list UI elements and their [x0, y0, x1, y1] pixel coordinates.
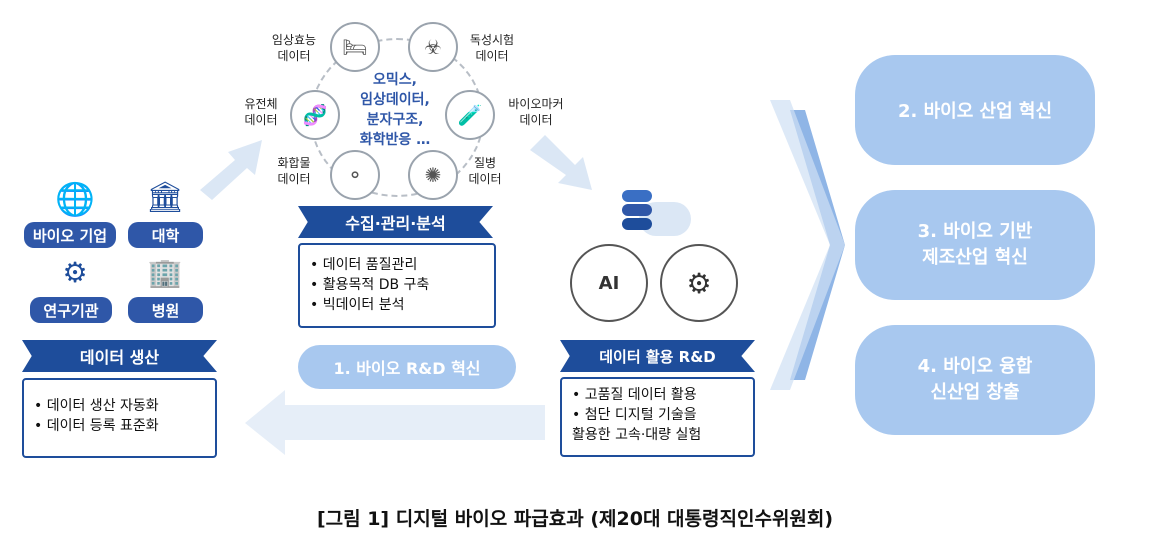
utilization-box: 고품질 데이터 활용 첨단 디지털 기술을 활용한 고속·대량 실험: [560, 377, 755, 457]
center-line: 임상데이터,: [360, 92, 430, 108]
arrow-back-to-production: [245, 390, 545, 455]
center-line: 분자구조,: [366, 112, 424, 128]
production-box: 데이터 생산 자동화 데이터 등록 표준화: [22, 378, 217, 458]
center-line: 오믹스,: [373, 72, 417, 88]
test-tube-icon: 🧪: [445, 90, 495, 140]
disease-label: 질병 데이터: [468, 156, 502, 186]
bed-icon: 🛏: [330, 22, 380, 72]
bio-company-icon: 🌐: [55, 180, 95, 218]
bio-company-pill: 바이오 기업: [24, 222, 116, 248]
research-institute-pill: 연구기관: [30, 297, 112, 323]
utilization-item: 첨단 디지털 기술을 활용한 고속·대량 실험: [572, 405, 743, 445]
rnd-innovation-pill: 1. 바이오 R&D 혁신: [298, 345, 516, 389]
hospital-icon: 🏢: [147, 256, 183, 289]
arrow-to-collection: [200, 140, 262, 200]
production-item: 데이터 등록 표준화: [34, 416, 205, 436]
compound-label: 화합물 데이터: [277, 156, 311, 186]
clinical-label: 임상효능 데이터: [271, 33, 317, 63]
utilization-item: 고품질 데이터 활용: [572, 385, 743, 405]
utilization-banner: 데이터 활용 R&D: [560, 340, 755, 372]
university-pill: 대학: [128, 222, 203, 248]
collection-item: 빅데이터 분석: [310, 295, 484, 315]
outcome-convergence: 4. 바이오 융합 신산업 창출: [855, 325, 1095, 435]
genome-label: 유전체 데이터: [244, 97, 278, 127]
research-icon: ⚙: [62, 256, 88, 289]
ai-brain-icon: AI: [570, 244, 648, 322]
center-line: 화학반응 …: [359, 132, 431, 148]
arrow-to-utilization: [530, 135, 592, 190]
university-icon: 🏛: [145, 180, 185, 215]
outcome-bio-industry: 2. 바이오 산업 혁신: [855, 55, 1095, 165]
figure-caption: [그림 1] 디지털 바이오 파급효과 (제20대 대통령직인수위원회): [316, 508, 834, 530]
virus-icon: ✺: [408, 150, 458, 200]
dna-icon: 🧬: [290, 90, 340, 140]
collection-item: 활용목적 DB 구축: [310, 275, 484, 295]
robot-arm-icon: ⚙: [660, 244, 738, 322]
production-banner: 데이터 생산: [22, 340, 217, 372]
cloud-database-icon: [614, 182, 694, 242]
molecule-icon: ⚬: [330, 150, 380, 200]
hospital-pill: 병원: [128, 297, 203, 323]
collection-box: 데이터 품질관리 활용목적 DB 구축 빅데이터 분석: [298, 243, 496, 328]
collection-banner: 수집·관리·분석: [298, 206, 493, 238]
outcome-manufacturing: 3. 바이오 기반 제조산업 혁신: [855, 190, 1095, 300]
toxicity-label: 독성시험 데이터: [469, 33, 515, 63]
biomarker-label: 바이오마커 데이터: [508, 97, 564, 127]
ai-label: AI: [598, 272, 620, 294]
cycle-center-text: 오믹스, 임상데이터, 분자구조, 화학반응 …: [345, 70, 445, 150]
collection-item: 데이터 품질관리: [310, 255, 484, 275]
production-item: 데이터 생산 자동화: [34, 396, 205, 416]
biohazard-icon: ☣: [408, 22, 458, 72]
